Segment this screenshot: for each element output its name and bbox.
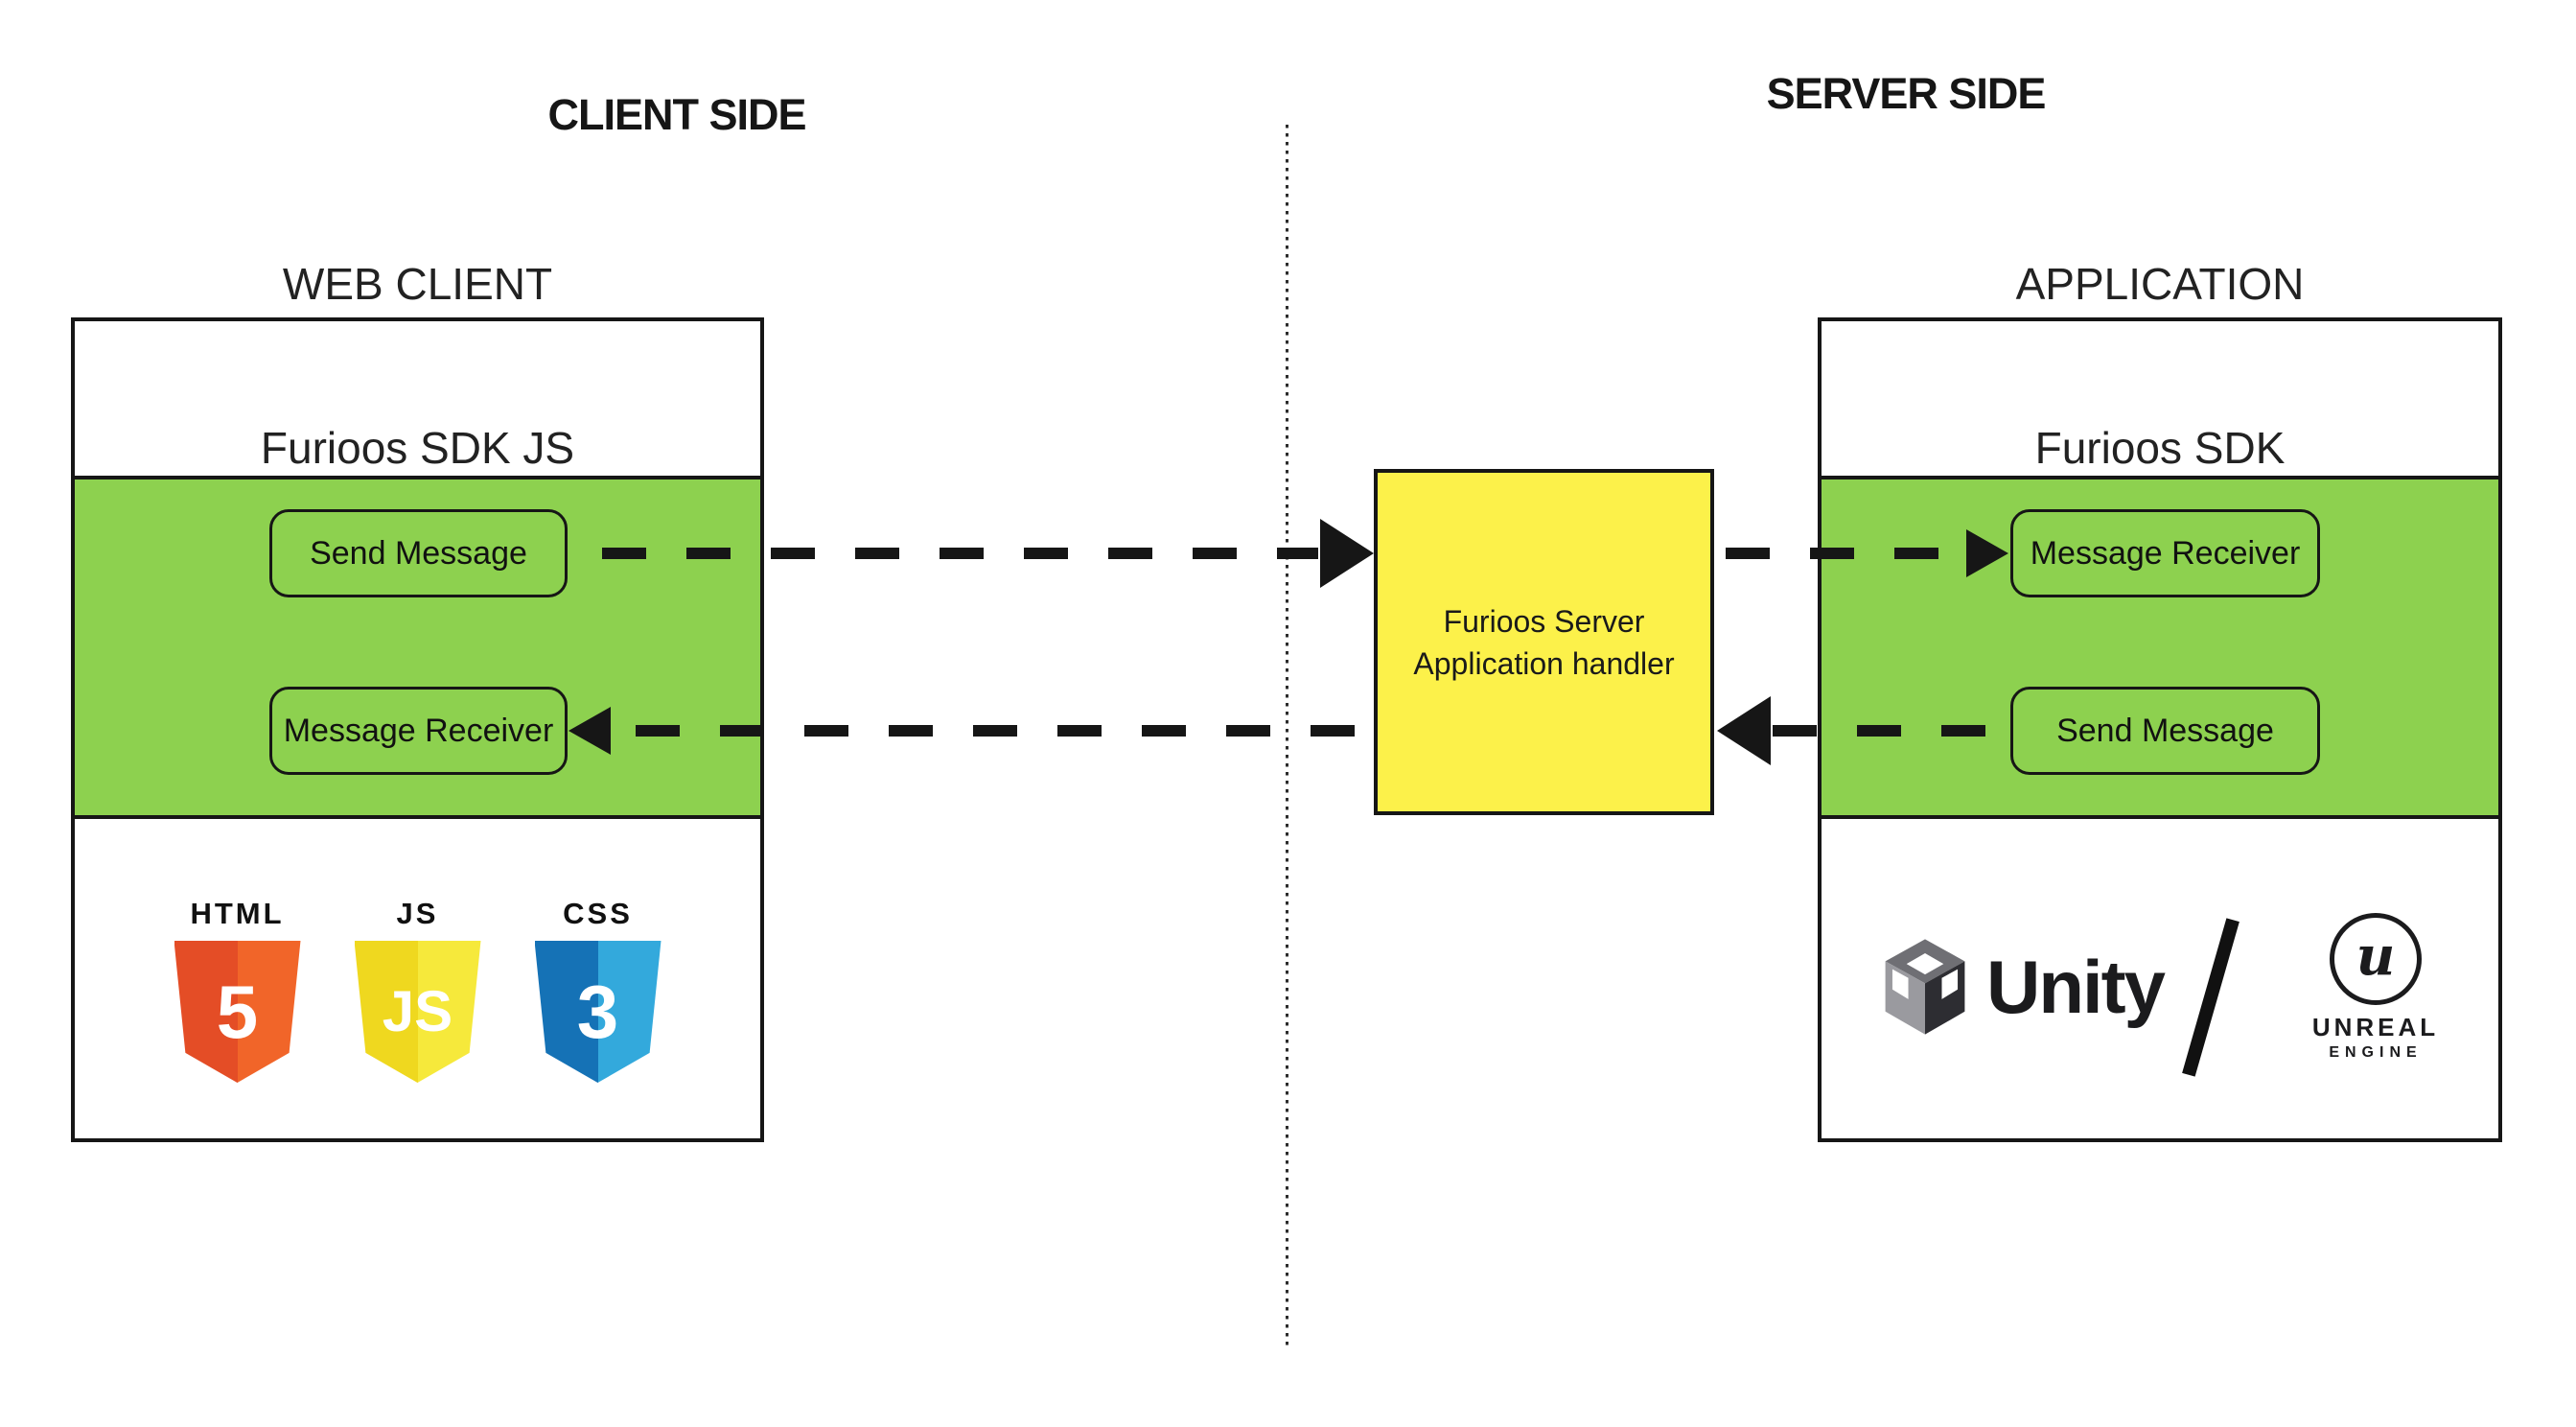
arrow-dash-line <box>636 725 1371 737</box>
arrow-dash-line <box>1773 725 2004 737</box>
server-sdk-label: Furioos SDK <box>2034 423 2286 473</box>
arrow-head-left-icon <box>569 707 611 755</box>
css-caption: CSS <box>563 897 633 930</box>
server-send-message-button: Send Message <box>2010 687 2320 775</box>
web-tech-logos-row: HTML 5 JS JS CSS 3 <box>75 897 760 1083</box>
js-glyph: JS <box>382 979 453 1043</box>
handler-label-line1: Furioos Server <box>1443 603 1645 639</box>
furioos-server-application-handler-box: Furioos Server Application handler <box>1374 469 1714 815</box>
arrow-dash-line <box>1726 548 1964 559</box>
web-client-box: Furioos SDK JS Send Message Message Rece… <box>71 317 764 1142</box>
unreal-circle-icon: u <box>2330 913 2422 1005</box>
css3-logo: CSS 3 <box>534 897 661 1083</box>
arrow-dash-line <box>602 548 1318 559</box>
js-caption: JS <box>396 897 439 930</box>
client-send-message-button: Send Message <box>269 509 568 597</box>
slash-separator <box>2182 918 2239 1077</box>
client-side-title: CLIENT SIDE <box>547 90 806 139</box>
unity-wordmark: Unity <box>1986 944 2166 1029</box>
unreal-wordmark: UNREAL <box>2311 1013 2440 1041</box>
arrow-head-right-icon <box>1320 519 1374 588</box>
arrow-head-right-icon <box>1966 529 2008 577</box>
application-label: APPLICATION <box>2015 259 2305 309</box>
css3-glyph: 3 <box>576 970 619 1054</box>
web-client-label: WEB CLIENT <box>282 259 553 309</box>
client-message-receiver-button: Message Receiver <box>269 687 568 775</box>
server-message-receiver-button: Message Receiver <box>2010 509 2320 597</box>
js-shield-icon: JS <box>354 941 481 1083</box>
server-sdk-green-band: Message Receiver Send Message <box>1822 476 2498 819</box>
css3-shield-icon: 3 <box>534 941 661 1083</box>
html-caption: HTML <box>190 897 285 930</box>
unreal-u-glyph: u <box>2356 924 2396 988</box>
html5-logo: HTML 5 <box>174 897 301 1083</box>
unreal-engine-logo: u UNREAL ENGINE <box>2309 913 2443 1062</box>
unity-logo: Unity <box>1881 936 2166 1038</box>
unreal-engine-wordmark: ENGINE <box>2329 1044 2423 1061</box>
game-engines-row: Unity u UNREAL ENGINE <box>1822 911 2498 1093</box>
unity-cube-icon <box>1885 939 1965 1035</box>
html5-shield-icon: 5 <box>174 941 301 1083</box>
html5-glyph: 5 <box>216 970 259 1054</box>
client-sdk-label: Furioos SDK JS <box>260 423 575 473</box>
handler-label-line2: Application handler <box>1413 645 1675 681</box>
js-logo: JS JS <box>354 897 481 1083</box>
arrow-head-left-icon <box>1717 696 1771 765</box>
server-side-title: SERVER SIDE <box>1766 69 2047 118</box>
client-sdk-green-band: Send Message Message Receiver <box>75 476 760 819</box>
